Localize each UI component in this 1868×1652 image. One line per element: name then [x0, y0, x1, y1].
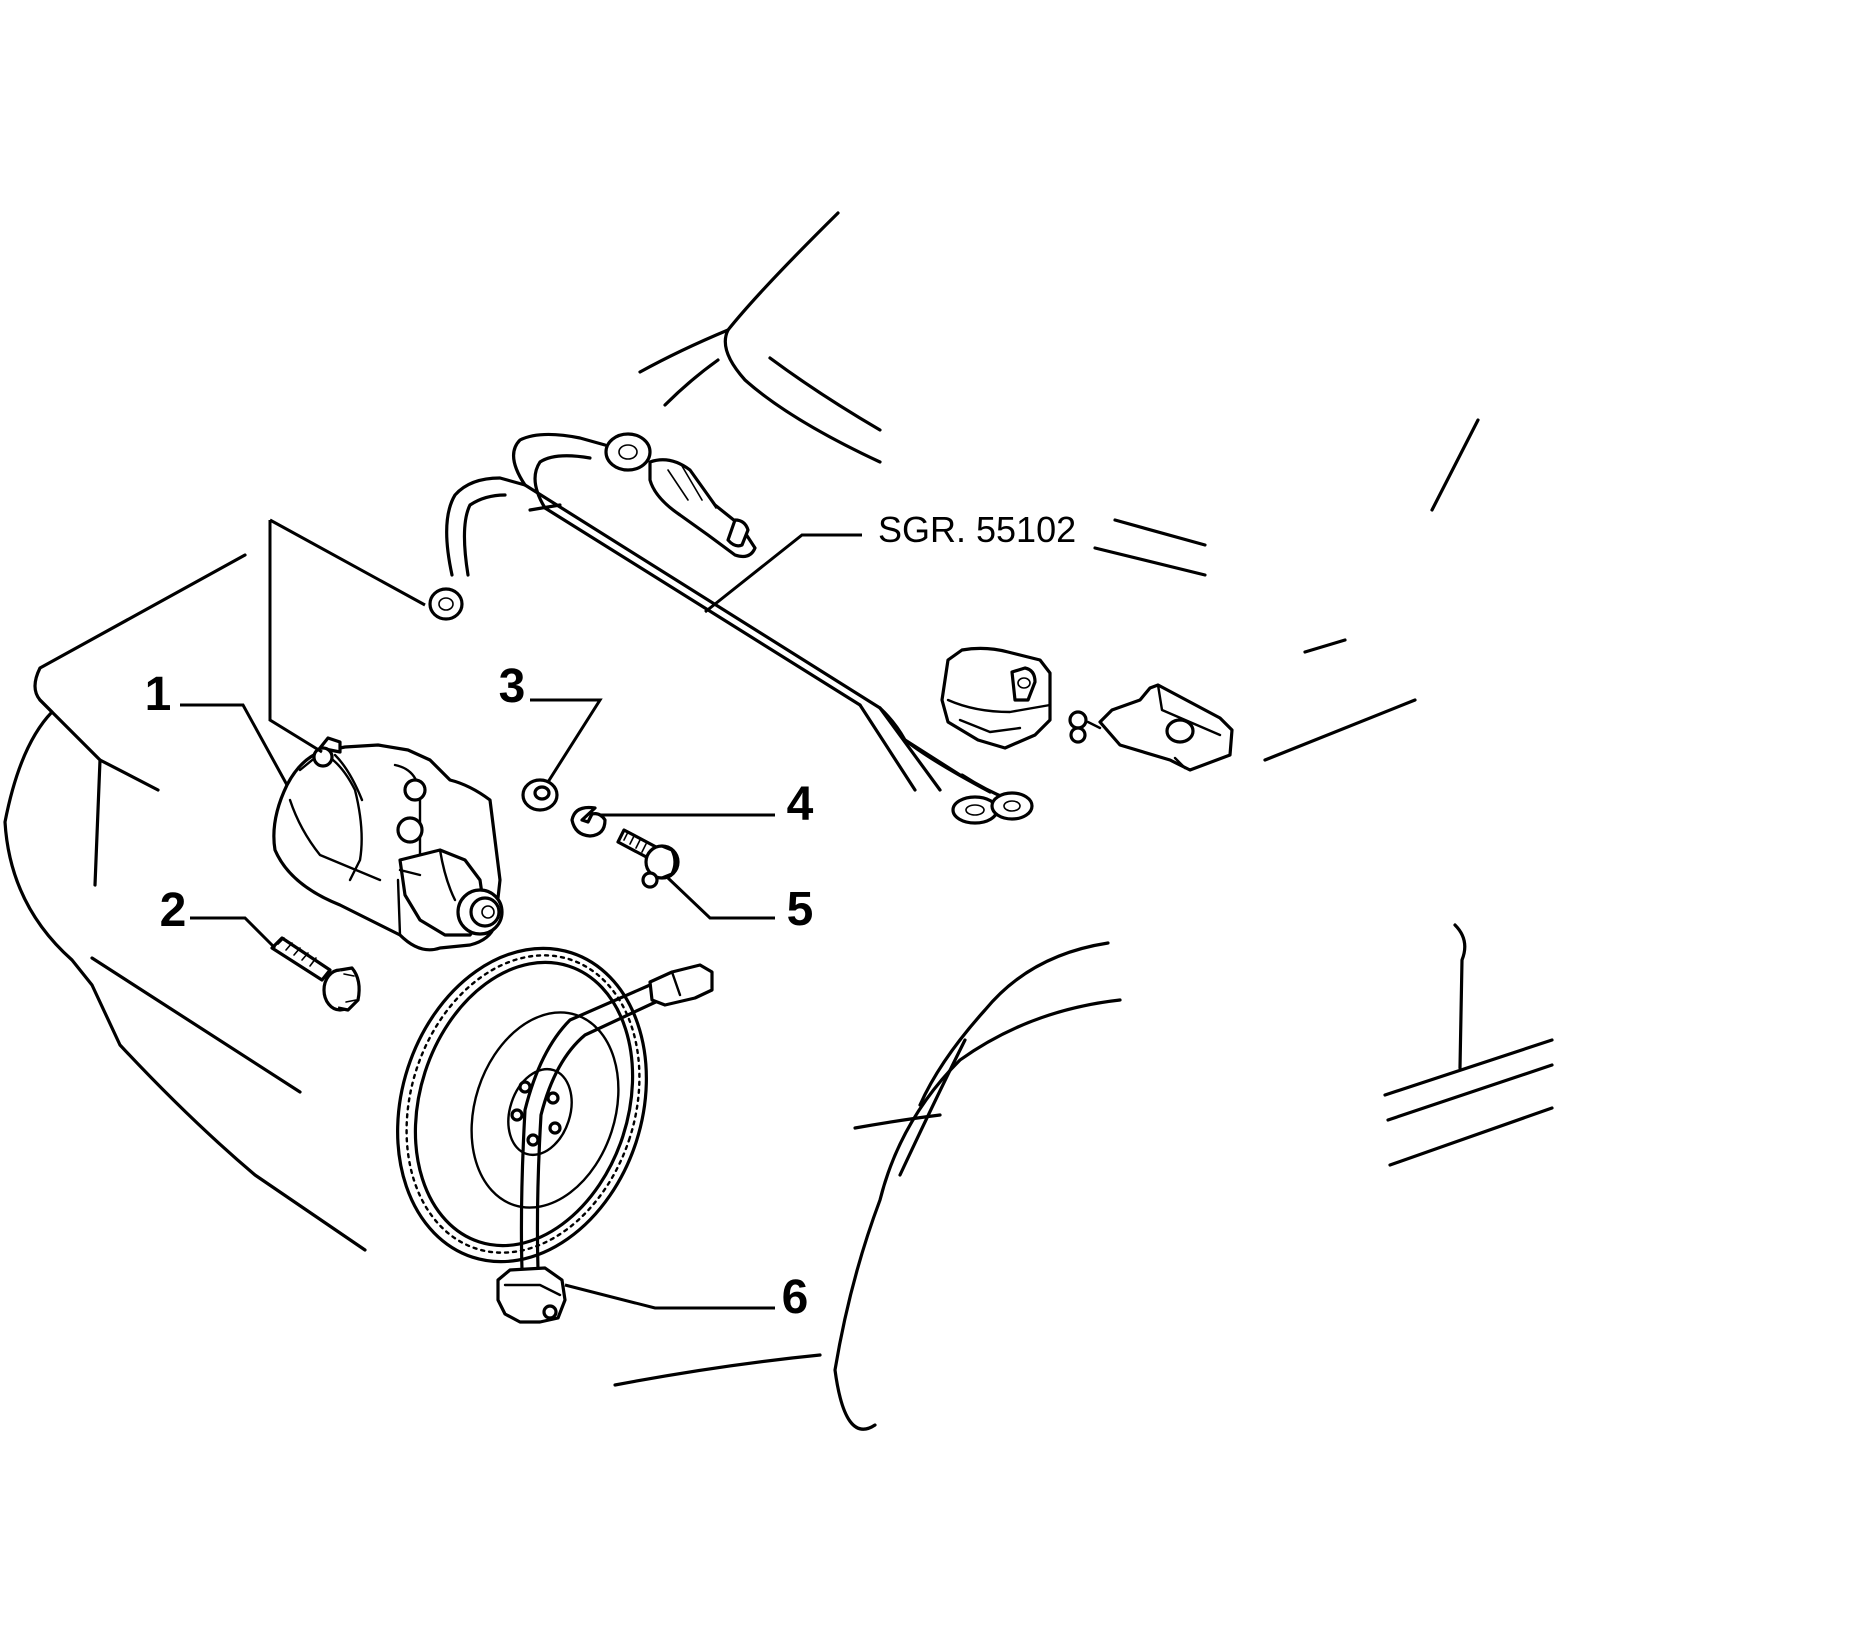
callout-5: 5	[787, 883, 814, 936]
callout-1: 1	[145, 668, 172, 721]
rpm-sensor	[496, 963, 714, 1324]
callout-labels: 1 2 3 4 5 6 SGR. 55102	[145, 509, 1076, 1324]
battery-cable-assembly	[428, 432, 1034, 825]
callout-3: 3	[499, 660, 526, 713]
callout-4: 4	[787, 778, 814, 831]
callout-2: 2	[160, 884, 187, 937]
leader-lines	[180, 518, 862, 1310]
cable-clamp-bracket	[1068, 683, 1234, 772]
flywheel	[396, 946, 648, 1264]
spring-washer	[570, 805, 607, 838]
reference-group-label: SGR. 55102	[878, 509, 1076, 550]
battery-terminal-block	[940, 646, 1052, 750]
callout-6: 6	[782, 1271, 809, 1324]
vehicle-body-outline	[3, 211, 1554, 1431]
starter-bolt	[270, 936, 361, 1012]
starter-motor	[272, 736, 504, 952]
washer	[521, 778, 559, 812]
flange-bolt	[616, 828, 680, 889]
